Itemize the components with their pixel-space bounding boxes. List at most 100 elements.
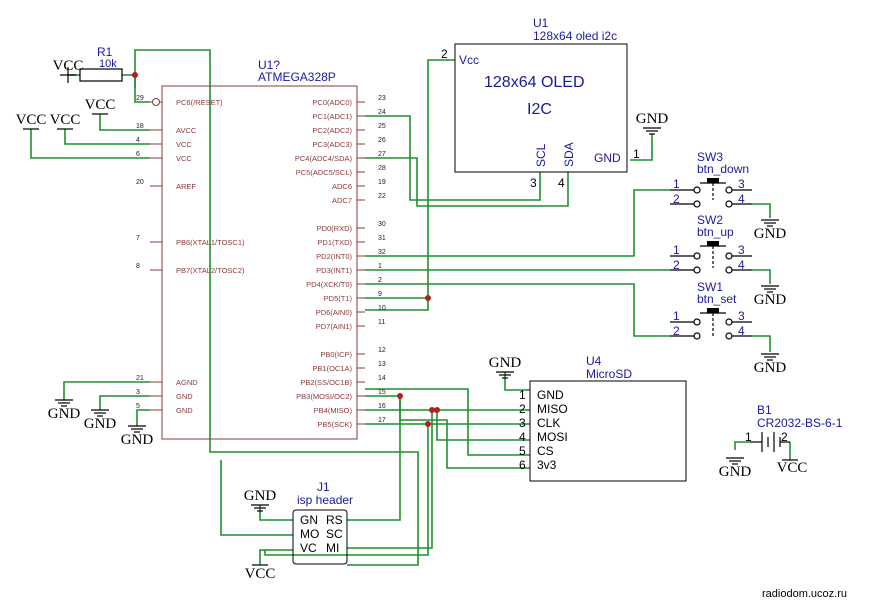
u1-pin-number: 26	[378, 137, 386, 144]
ground-symbol: GND	[489, 355, 522, 379]
j1-pin-left: MO	[300, 527, 319, 541]
u1-ref: U1?	[258, 58, 280, 72]
u1-pin-name: PD7(AIN1)	[316, 322, 353, 331]
sd-ref: U4	[586, 354, 602, 368]
wires	[30, 49, 791, 566]
j1-pin-left: GN	[300, 513, 318, 527]
u1-pin-name: PB0(ICP)	[320, 350, 352, 359]
u1-pin-name: PD6(AIN0)	[316, 308, 353, 317]
b1-value: CR2032-BS-6-1	[757, 416, 843, 430]
oled-title: 128x64 OLED	[484, 74, 585, 91]
oled-sda-pin: 4	[558, 176, 565, 190]
u1-pin-number: 17	[378, 417, 386, 424]
vcc-label: VCC	[53, 58, 84, 74]
u1-pin-number: 9	[378, 291, 382, 298]
u1-pin-number: 18	[136, 123, 144, 130]
junction-dot	[425, 295, 431, 301]
u1-pin-number: 22	[378, 193, 386, 200]
reset-bubble	[152, 98, 160, 106]
u1-pin-name: VCC	[176, 154, 192, 163]
u1-pin-name: PB4(MISO)	[314, 406, 353, 415]
u1-pin-number: 20	[136, 179, 144, 186]
sw2-pin2: 2	[673, 258, 680, 272]
sd-pin-number: 6	[519, 458, 526, 472]
ground-symbol: GND	[121, 425, 154, 448]
sw3-pin1: 1	[673, 177, 680, 191]
j1-pin-left: VC	[300, 541, 317, 555]
u1-pin-number: 31	[378, 235, 386, 242]
switch-sw1: SW1 btn_set 1 2 3 4	[670, 280, 752, 340]
sw3-ref: SW3	[697, 150, 723, 164]
ground-symbol: GND	[84, 409, 116, 432]
u1-value: ATMEGA328P	[258, 70, 336, 84]
vcc-symbol: VCC	[777, 459, 807, 476]
sd-pin-number: 4	[519, 430, 526, 444]
u1-pin-number: 13	[378, 361, 386, 368]
u1-pin-number: 28	[378, 165, 386, 172]
u1-pin-number: 4	[136, 137, 140, 144]
gnd-label: GND	[754, 226, 787, 242]
sw3-value: btn_down	[697, 162, 749, 176]
gnd-label: GND	[636, 111, 669, 127]
ground-symbol: GND	[754, 285, 787, 308]
gnd-label: GND	[754, 292, 787, 308]
sd-pin-number: 2	[519, 402, 526, 416]
sd-pin-name: 3v3	[537, 458, 557, 472]
sd-pin-name: MOSI	[537, 430, 568, 444]
u1-pin-name: ADC6	[332, 182, 352, 191]
u1-pin-number: 10	[378, 305, 386, 312]
gnd-label: GND	[754, 360, 787, 376]
b1-pin2: 2	[781, 430, 788, 444]
sd-pin-name: MISO	[537, 402, 568, 416]
junction-dot	[397, 393, 403, 399]
vcc-symbol: VCC	[16, 112, 46, 130]
j1-value: isp header	[297, 493, 353, 507]
oled-value: 128x64 oled i2c	[533, 29, 617, 43]
u1-pin-number: 7	[136, 235, 140, 242]
oled-gnd-pin: 1	[633, 147, 640, 161]
u1-pin-number: 27	[378, 151, 386, 158]
gnd-label: GND	[48, 406, 81, 422]
u1-pin-number: 24	[378, 109, 386, 116]
r1-value: 10k	[99, 58, 117, 70]
switch-sw3: SW3 btn_down 1 2 3 4	[670, 150, 752, 208]
ground-symbol: GND	[754, 219, 787, 242]
u1-pin-name: PD2(INT0)	[316, 252, 352, 261]
oled-sda-label: SDA	[562, 142, 576, 167]
sw2-pin3: 3	[738, 243, 745, 257]
vcc-symbol: VCC	[50, 112, 80, 130]
oled-subtitle: I2C	[527, 101, 552, 118]
u1-pin-number: 8	[136, 263, 140, 270]
u1-pin-name: PC4(ADC4/SDA)	[295, 154, 353, 163]
u1-pin-number: 14	[378, 375, 386, 382]
sw2-ref: SW2	[697, 213, 723, 227]
u1-pin-number: 5	[136, 403, 140, 410]
oled-gnd-label: GND	[594, 151, 621, 165]
u1-pin-name: PD4(XCK/T0)	[306, 280, 352, 289]
sw2-pin4: 4	[738, 258, 745, 272]
sd-pin-number: 1	[519, 388, 526, 402]
sw3-pin2: 2	[673, 192, 680, 206]
u1-pin-name: PD0(RXD)	[317, 224, 353, 233]
u1-pin-number: 3	[136, 389, 140, 396]
u1-pin-name: VCC	[176, 140, 192, 149]
resistor-r1: R1 10k	[79, 45, 123, 82]
junction-dot	[425, 421, 431, 427]
sw1-ref: SW1	[697, 280, 723, 294]
u1-pin-number: 6	[136, 151, 140, 158]
gnd-label: GND	[121, 432, 154, 448]
gnd-label: GND	[489, 355, 522, 371]
u1-pin-number: 19	[378, 179, 386, 186]
oled-ref: U1	[533, 16, 549, 30]
switch-sw2: SW2 btn_up 1 2 3 4	[670, 213, 752, 274]
sw1-pin3: 3	[738, 309, 745, 323]
j1-pin-right: MI	[326, 541, 339, 555]
r1-ref: R1	[97, 45, 113, 59]
u1-pin-name: PC1(ADC1)	[312, 112, 352, 121]
u1-right-pins: 23PC0(ADC0)24PC1(ADC1)25PC2(ADC2)26PC3(A…	[295, 95, 386, 429]
u1-pin-number: 25	[378, 123, 386, 130]
